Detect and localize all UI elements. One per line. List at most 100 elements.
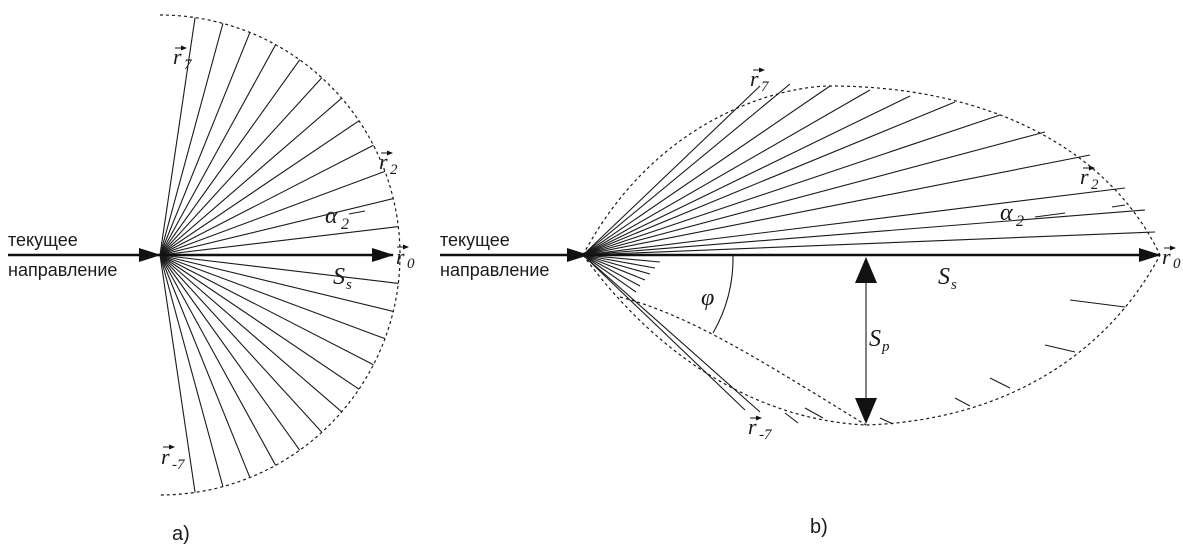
svg-text:-7: -7 — [172, 457, 186, 473]
svg-text:7: 7 — [184, 57, 193, 73]
panel-a-input-label-2: направление — [8, 260, 117, 280]
panel-a-label-r0: r 0 — [396, 244, 415, 272]
panel-a-ray — [159, 254, 251, 478]
panel-b-caption: b) — [810, 516, 828, 538]
panel-a-ray — [159, 254, 196, 493]
panel-b-ticks — [784, 204, 1126, 425]
panel-a-label-rm7: r -7 — [161, 444, 186, 473]
panel-b-ray — [582, 85, 831, 256]
panel-b-ray — [582, 154, 1091, 256]
panel-b-tick — [954, 397, 971, 407]
panel-a-ray — [159, 198, 394, 256]
panel-b-input-label-2: направление — [440, 260, 549, 280]
panel-b-short-ray — [582, 254, 646, 281]
svg-text:S: S — [333, 264, 345, 290]
svg-text:0: 0 — [407, 256, 415, 272]
panel-a-ray — [159, 254, 343, 413]
panel-a-ray — [159, 254, 301, 451]
panel-b-ray — [582, 89, 871, 256]
panel-b-ray — [582, 209, 1146, 256]
panel-a-ray — [159, 97, 343, 256]
panel-a-ray — [159, 226, 399, 256]
panel-b-ray — [582, 95, 911, 256]
svg-text:r: r — [750, 66, 759, 91]
panel-a-ray — [159, 254, 360, 390]
svg-text:S: S — [869, 326, 881, 352]
svg-text:p: p — [881, 339, 890, 355]
panel-a-ray — [159, 254, 394, 312]
svg-text:s: s — [951, 277, 957, 293]
svg-text:-7: -7 — [759, 427, 773, 443]
svg-text:s: s — [346, 277, 352, 293]
svg-text:r: r — [1162, 244, 1171, 269]
panel-b-ray — [582, 131, 1046, 256]
svg-text:r: r — [1080, 164, 1089, 189]
panel-b-tick — [804, 407, 824, 419]
panel-a-alpha-tick — [348, 210, 366, 215]
panel-b-short-ray — [582, 254, 637, 293]
panel-b-lower-arc — [582, 254, 1161, 426]
panel-b-label-alpha2: α 2 — [1000, 200, 1024, 230]
panel-b-label-phi: φ — [701, 285, 714, 311]
panel-b-rays — [582, 83, 1156, 413]
panel-a-ray — [159, 170, 386, 256]
panel-b-tick — [784, 412, 799, 424]
panel-a-ray — [159, 254, 386, 340]
panel-b-ray — [582, 114, 1001, 256]
panel-a: текущее направление r 7 r 2 r 0 r -7 α — [8, 14, 415, 545]
panel-b-label-r7: r 7 — [750, 66, 770, 95]
panel-a-ray — [159, 77, 323, 256]
panel-b-upper-arc — [582, 85, 1161, 256]
svg-text:S: S — [938, 264, 950, 290]
svg-text:r: r — [748, 414, 757, 439]
panel-a-ticks — [348, 210, 366, 215]
svg-text:r: r — [396, 244, 405, 269]
panel-b-ray-rm7 — [582, 254, 761, 413]
svg-text:r: r — [161, 444, 170, 469]
panel-b-label-Ss: S s — [938, 264, 957, 293]
panel-a-ray — [159, 32, 251, 256]
panel-a-ray — [159, 254, 277, 466]
panel-a-ray — [159, 17, 196, 256]
panel-b-phi-arc — [712, 254, 734, 334]
svg-text:2: 2 — [1091, 177, 1099, 193]
panel-a-label-alpha2: α 2 — [325, 203, 349, 233]
svg-text:2: 2 — [390, 162, 398, 178]
panel-b-ray — [582, 83, 791, 256]
panel-b-ray — [582, 85, 761, 256]
panel-a-ray — [159, 144, 374, 256]
svg-text:r: r — [173, 44, 182, 69]
panel-a-ray — [159, 254, 374, 366]
panel-a-caption: a) — [172, 523, 190, 545]
panel-a-arc — [159, 14, 401, 496]
panel-a-ray — [159, 254, 224, 487]
svg-text:2: 2 — [1016, 213, 1024, 230]
svg-text:α: α — [325, 203, 338, 229]
panel-b-tick — [1111, 204, 1126, 208]
panel-b-ray — [582, 231, 1156, 256]
panel-b-input-label-1: текущее — [440, 230, 510, 250]
panel-b-tick — [1034, 212, 1066, 218]
panel-b: текущее направление r 7 r 2 r 0 r -7 α — [440, 66, 1181, 538]
panel-b-label-r2: r 2 — [1080, 164, 1099, 193]
svg-text:r: r — [379, 149, 388, 174]
panel-a-ray — [159, 44, 277, 256]
panel-b-label-r0: r 0 — [1162, 244, 1181, 272]
panel-b-Sp-arrow-bottom — [855, 398, 877, 424]
panel-b-ray — [582, 101, 956, 256]
panel-b-Sp-arrow-top — [855, 257, 877, 283]
panel-a-ray — [159, 59, 301, 256]
panel-b-tick — [879, 417, 894, 425]
panel-a-ray — [159, 254, 323, 433]
panel-a-label-Ss: S s — [333, 264, 352, 293]
panel-b-ray — [582, 187, 1126, 256]
panel-a-label-r2: r 2 — [379, 149, 398, 178]
svg-text:0: 0 — [1173, 256, 1181, 272]
svg-text:2: 2 — [341, 216, 349, 233]
panel-b-tick — [989, 377, 1011, 389]
svg-text:7: 7 — [761, 79, 770, 95]
panel-b-label-rm7: r -7 — [748, 414, 773, 443]
panel-b-tick — [1069, 299, 1126, 308]
panel-b-label-Sp: S p — [869, 326, 890, 355]
